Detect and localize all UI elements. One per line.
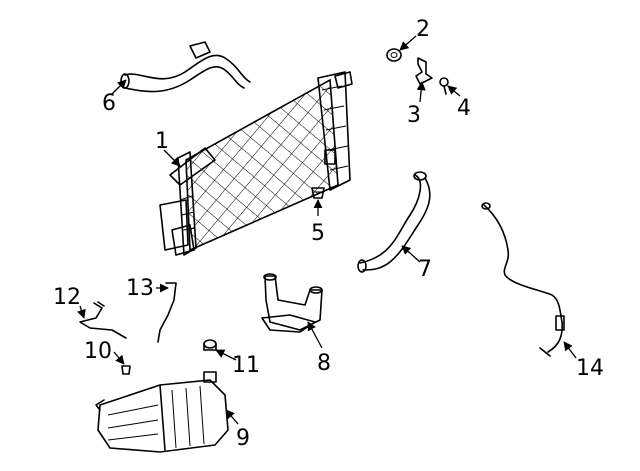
callout-3: 3: [407, 103, 421, 128]
bracket-part: [415, 57, 433, 85]
callout-4: 4: [457, 96, 471, 121]
callout-11: 11: [232, 353, 260, 378]
callout-14: 14: [576, 356, 604, 381]
cap-part: [203, 339, 217, 351]
long-line-part: [481, 202, 565, 357]
callout-10: 10: [84, 339, 112, 364]
leader-lines: [77, 35, 577, 425]
callout-8: 8: [317, 351, 331, 376]
bushing-part: [311, 187, 325, 199]
callout-12: 12: [53, 285, 81, 310]
reservoir-part: [95, 371, 229, 453]
bolt-part: [439, 77, 449, 95]
callout-13: 13: [126, 276, 154, 301]
fitting-part: [121, 365, 131, 375]
callout-6: 6: [102, 91, 116, 116]
callout-labels: 1 2 3 4 5 6 7 8 9 10 11 12 13 14: [53, 17, 604, 451]
callout-2: 2: [416, 17, 430, 42]
radiator-part: [159, 71, 353, 256]
vent-tube-part: [157, 282, 177, 343]
small-hose-part: [79, 301, 127, 339]
upper-hose-part: [120, 41, 251, 93]
callout-1: 1: [155, 129, 169, 154]
grommet-part: [386, 48, 402, 62]
callout-9: 9: [236, 426, 250, 451]
lower-hose-part: [357, 171, 431, 273]
callout-7: 7: [418, 257, 432, 282]
callout-5: 5: [311, 221, 325, 246]
outlet-tube-part: [261, 273, 323, 333]
